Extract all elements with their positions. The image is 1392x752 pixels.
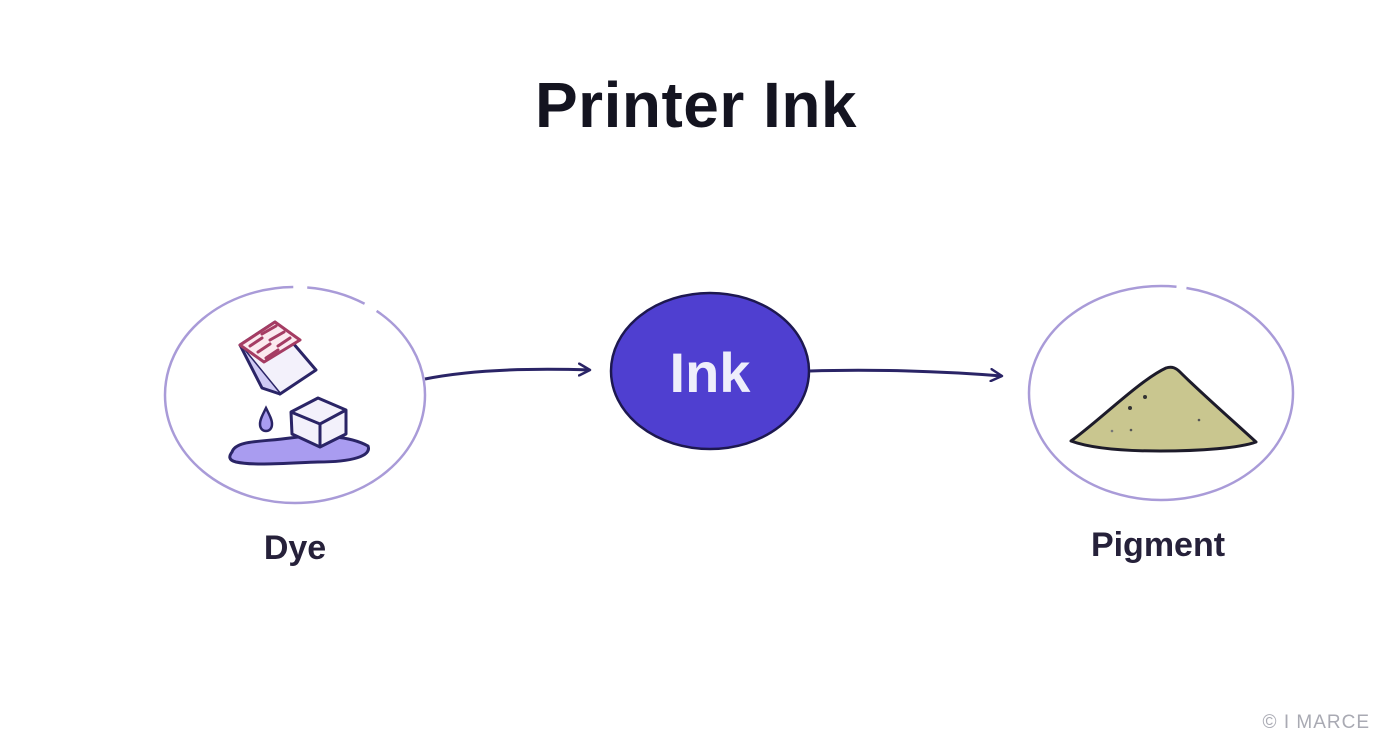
arrow-to-dye: [424, 369, 590, 381]
pigment-label: Pigment: [1090, 526, 1226, 564]
watermark: © I MARCE: [1262, 712, 1370, 733]
dye-label: Dye: [263, 529, 327, 567]
powder-pile-icon: [1069, 365, 1258, 453]
pigment-node: [1027, 284, 1295, 502]
dye-node: [163, 285, 427, 505]
page-title: Printer Ink: [534, 69, 858, 141]
ink-label: Ink: [669, 341, 751, 404]
ink-node: [609, 291, 811, 451]
dye-cubes-icon: [228, 320, 370, 466]
arrow-to-pigment: [809, 370, 1002, 376]
